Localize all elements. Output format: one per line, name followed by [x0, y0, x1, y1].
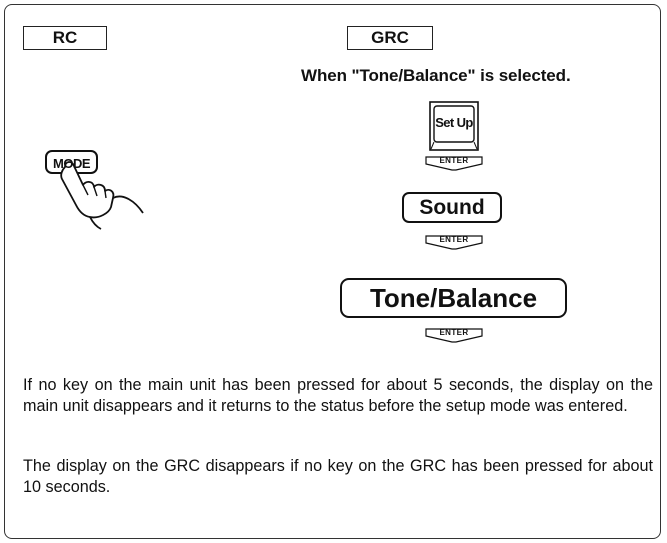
grc-label: GRC [347, 26, 433, 50]
tone-balance-menu-item[interactable]: Tone/Balance [340, 278, 567, 318]
rc-label: RC [23, 26, 107, 50]
enter-key-icon [425, 328, 483, 343]
mode-button[interactable]: MODE [53, 156, 91, 171]
enter-key-label: ENTER [439, 328, 469, 337]
enter-key-icon [425, 156, 483, 171]
setup-key-label: Set Up [435, 115, 473, 130]
pressing-hand-icon [45, 150, 144, 230]
setup-key-icon [429, 101, 479, 151]
enter-key-label: ENTER [439, 156, 469, 165]
note-main-unit-timeout: If no key on the main unit has been pres… [23, 376, 653, 415]
enter-key-icon [425, 235, 483, 250]
setup-key[interactable]: Set Up [429, 101, 479, 151]
note-grc-timeout: The display on the GRC disappears if no … [23, 457, 653, 496]
mode-button-illustration: MODE [35, 141, 155, 231]
enter-key[interactable]: ENTER [425, 234, 483, 250]
enter-key-label: ENTER [439, 235, 469, 244]
sound-menu-item[interactable]: Sound [402, 192, 502, 223]
enter-key[interactable]: ENTER [425, 155, 483, 171]
enter-key[interactable]: ENTER [425, 327, 483, 343]
instruction-heading: When "Tone/Balance" is selected. [301, 66, 571, 85]
instruction-panel: RC GRC When "Tone/Balance" is selected. … [4, 4, 661, 539]
